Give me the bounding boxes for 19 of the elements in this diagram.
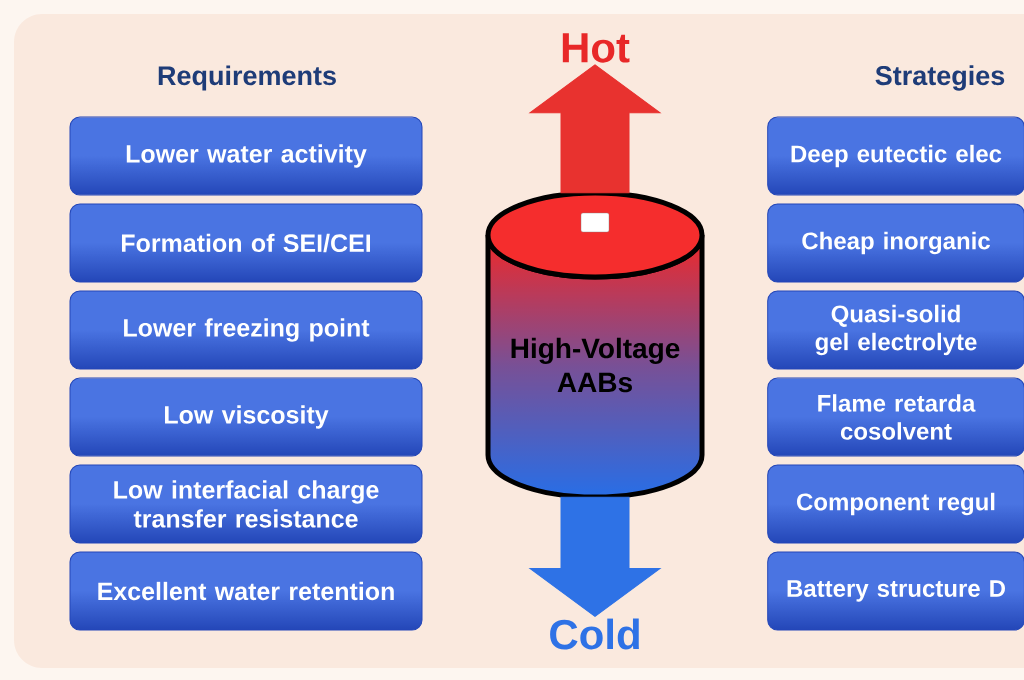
requirement-box: Low interfacial charge transfer resistance — [69, 464, 423, 544]
strategy-box: Cheap inorganic — [767, 203, 1024, 283]
temperature-label: Cold — [550, 618, 639, 650]
strategy-box: Battery structure D — [767, 551, 1024, 631]
requirement-box: Formation of SEI/CEI — [69, 203, 423, 283]
strategy-box: Deep eutectic elec — [767, 116, 1024, 196]
requirement-box: Lower water activity — [69, 116, 423, 196]
column-heading: Requirements — [158, 65, 336, 91]
strategy-box: Flame retarda cosolvent — [767, 377, 1024, 457]
column-heading: Strategies — [875, 65, 1005, 91]
requirement-box: Lower freezing point — [69, 290, 423, 370]
temperature-label: Hot — [562, 33, 630, 63]
requirement-box: Low viscosity — [69, 377, 423, 457]
requirement-box: Excellent water retention — [69, 551, 423, 631]
arrow — [529, 496, 661, 617]
strategy-box: Component regul — [767, 464, 1024, 544]
battery-drawing: High-Voltage AABs — [485, 190, 705, 500]
arrow — [529, 64, 661, 194]
strategy-box: Quasi-solid gel electrolyte — [767, 290, 1024, 370]
